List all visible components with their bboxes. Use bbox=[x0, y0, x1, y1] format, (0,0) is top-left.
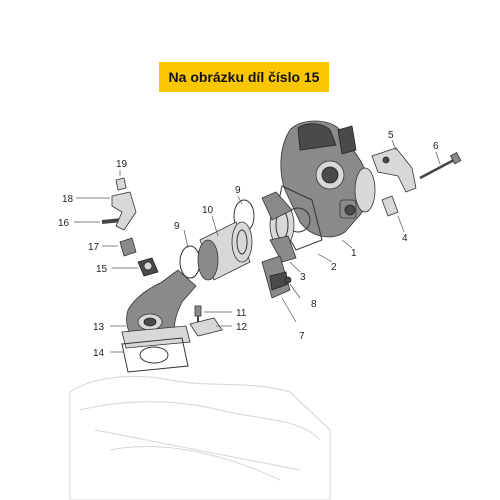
callout-11: 11 bbox=[236, 308, 247, 319]
part-sensor-bracket bbox=[111, 191, 137, 231]
part-flange bbox=[261, 191, 297, 263]
part-bracket-small bbox=[381, 195, 399, 217]
callout-labels: 1 2 3 4 5 6 7 8 9 9 10 11 12 13 14 15 16… bbox=[58, 130, 439, 359]
part-sleeve bbox=[197, 221, 253, 281]
part-throttle-body bbox=[280, 120, 376, 238]
callout-16: 16 bbox=[58, 218, 70, 229]
part-intake-manifold bbox=[121, 269, 197, 349]
caption-text: Na obrázku díl číslo 15 bbox=[168, 69, 320, 85]
callout-10: 10 bbox=[202, 205, 214, 216]
caption-banner: Na obrázku díl číslo 15 bbox=[159, 62, 329, 92]
part-screw-8 bbox=[284, 276, 292, 284]
callout-15: 15 bbox=[96, 264, 108, 275]
background-engine-outline bbox=[69, 375, 331, 500]
callout-7: 7 bbox=[299, 331, 305, 342]
part-cap bbox=[115, 177, 127, 191]
callout-9a: 9 bbox=[174, 221, 180, 232]
callout-5: 5 bbox=[388, 130, 394, 141]
callout-12: 12 bbox=[236, 322, 248, 333]
part-connector bbox=[119, 237, 137, 257]
part-bolt bbox=[419, 152, 462, 180]
callout-13: 13 bbox=[93, 322, 105, 333]
part-manifold-gasket bbox=[121, 337, 189, 373]
part-mounting-bracket bbox=[371, 147, 417, 193]
part-15-sensor bbox=[137, 257, 159, 277]
callout-3: 3 bbox=[300, 272, 306, 283]
part-sensor bbox=[261, 255, 291, 299]
callout-18: 18 bbox=[62, 194, 74, 205]
callout-19: 19 bbox=[116, 159, 128, 170]
callout-4: 4 bbox=[402, 233, 408, 244]
part-plate bbox=[189, 317, 223, 337]
callout-17: 17 bbox=[88, 242, 100, 253]
leader-lines bbox=[74, 139, 441, 353]
callout-2: 2 bbox=[331, 262, 337, 273]
callout-1: 1 bbox=[351, 248, 357, 259]
callout-6: 6 bbox=[433, 141, 439, 152]
callout-8: 8 bbox=[311, 299, 317, 310]
part-clamp-left bbox=[179, 245, 201, 279]
callout-14: 14 bbox=[93, 348, 105, 359]
callout-9b: 9 bbox=[235, 185, 241, 196]
